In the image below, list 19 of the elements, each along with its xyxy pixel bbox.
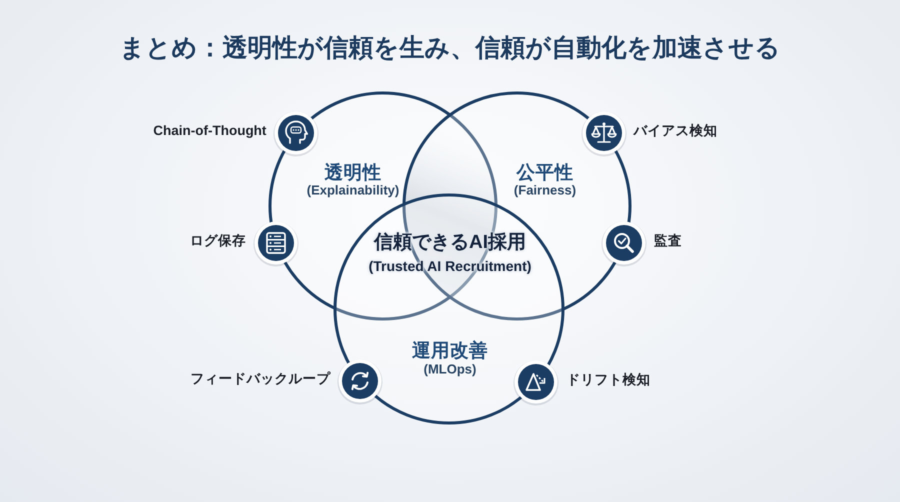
feature-label: 監査	[654, 233, 682, 249]
refresh-icon	[336, 356, 384, 405]
magnifier-icon	[600, 218, 648, 267]
area-heading: 公平性	[516, 161, 574, 183]
area-heading: 透明性	[324, 161, 382, 183]
area-subtitle: (Explainability)	[306, 184, 400, 198]
head-icon	[272, 109, 320, 158]
server-icon	[252, 218, 300, 267]
feature-label: ログ保存	[190, 233, 246, 249]
scales-icon	[580, 109, 628, 158]
triangle-arrow-icon	[512, 358, 560, 406]
page-title: まとめ：透明性が信頼を生み、信頼が自動化を加速させる	[120, 33, 780, 63]
area-heading: 運用改善	[412, 339, 488, 361]
area-subtitle: (Fairness)	[514, 184, 576, 198]
feature-label: フィードバックループ	[190, 370, 330, 386]
feature-label: ドリフト検知	[566, 372, 650, 388]
feature-label: バイアス検知	[634, 124, 718, 140]
area-subtitle: (MLOps)	[424, 362, 476, 378]
feature-label: Chain-of-Thought	[153, 124, 266, 140]
